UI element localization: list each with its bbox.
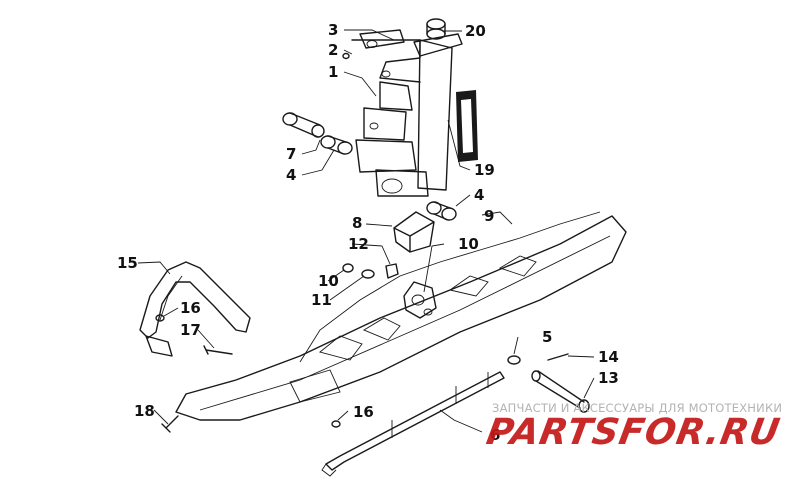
callout-11: 13 [598,369,619,387]
watermark-tagline: ЗАПЧАСТИ И АКСЕССУАРЫ ДЛЯ МОТОТЕХНИКИ [492,401,783,415]
decal-part [456,90,478,162]
callout-2: 2 [328,41,338,59]
bushing-right-part [426,201,457,221]
plate-part [359,29,405,49]
bolt-part [531,370,590,413]
callout-10b: 5 [542,328,552,346]
handle-part [139,261,251,357]
callout-17: 17 [180,321,201,339]
callout-15: 15 [117,254,138,272]
runner-part [321,371,505,477]
callout-12: 14 [598,348,619,366]
callout-14: 12 [348,235,369,253]
callout-8: 10 [458,235,479,253]
bushing-left-part [320,135,353,155]
callout-19: 19 [474,161,495,179]
screw-17-part [203,345,233,355]
washer-part [507,355,521,365]
nut-16-part [331,420,341,428]
callout-16a: 16 [180,299,201,317]
block-part [393,211,435,253]
callout-1: 1 [328,63,338,81]
callout-4b: 4 [474,186,484,204]
watermark-brand-logo: PARTSFOR.RU [483,412,784,453]
callout-18: 18 [134,402,155,420]
callout-6: 8 [352,214,362,232]
callout-4a: 4 [286,166,296,184]
callout-10a: 11 [311,291,332,309]
callout-16b: 16 [353,403,374,421]
callout-7: 9 [484,207,494,225]
leader-lines [137,29,595,433]
small-nut-part [342,52,350,60]
locknut-14-part [385,263,399,279]
ski-part [175,211,627,421]
callout-5: 7 [286,145,296,163]
washer-10-part [361,269,375,279]
cap-part [413,18,463,57]
callout-9: 10 [318,272,339,290]
spacer-tube-part [282,112,325,138]
callout-13: 6 [490,426,500,444]
nut-9-part [342,263,354,273]
spindle-part [351,39,453,197]
callout-20: 20 [465,22,486,40]
callout-3: 3 [328,21,338,39]
rivet-16-part [155,314,165,322]
callouts: 3 2 1 20 7 4 19 4 8 9 10 12 10 11 15 16 … [117,21,619,444]
cotter-pin-part [547,353,569,361]
bolt-18-part [161,415,179,433]
